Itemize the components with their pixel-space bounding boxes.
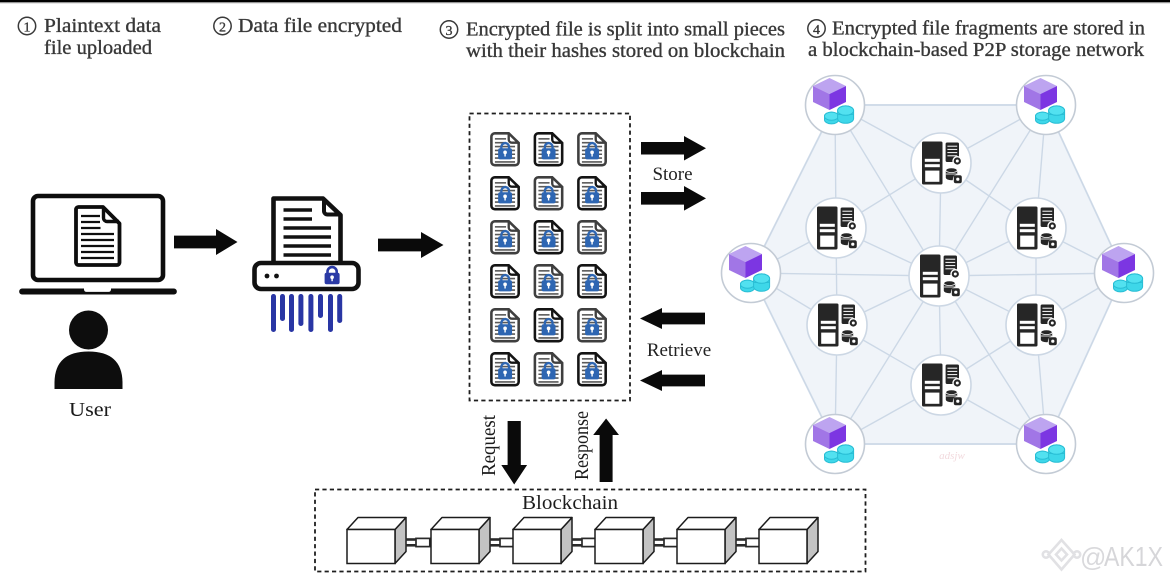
svg-text:Encrypted file is split into s: Encrypted file is split into small piece…: [466, 19, 785, 41]
svg-text:Response: Response: [571, 411, 593, 480]
svg-text:1: 1: [24, 21, 31, 36]
svg-text:3: 3: [446, 24, 453, 39]
svg-text:file uploaded: file uploaded: [44, 37, 152, 59]
svg-text:with their hashes stored on bl: with their hashes stored on blockchain: [466, 40, 785, 62]
svg-text:2: 2: [219, 21, 226, 36]
svg-text:Request: Request: [478, 415, 500, 476]
svg-text:Blockchain: Blockchain: [522, 492, 618, 514]
svg-text:AK1X: AK1X: [1104, 541, 1163, 572]
svg-text:adsjw: adsjw: [939, 450, 965, 462]
svg-text:Store: Store: [652, 164, 692, 185]
svg-text:User: User: [69, 399, 111, 421]
svg-text:Retrieve: Retrieve: [647, 340, 711, 361]
svg-text:Plaintext data: Plaintext data: [44, 15, 161, 37]
svg-text:@: @: [1080, 542, 1106, 572]
svg-text:a blockchain-based P2P storage: a blockchain-based P2P storage network: [808, 39, 1144, 61]
svg-text:4: 4: [813, 23, 820, 38]
svg-text:Data file encrypted: Data file encrypted: [238, 15, 402, 37]
svg-text:Encrypted file fragments are s: Encrypted file fragments are stored in: [832, 18, 1145, 40]
